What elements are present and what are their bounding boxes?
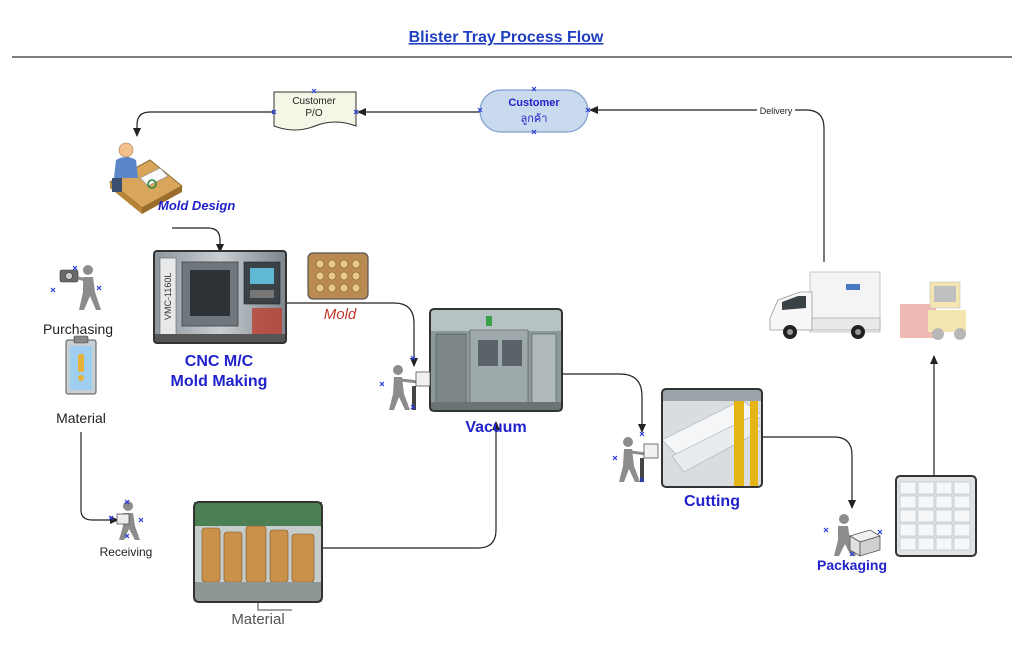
customer-po-label-1: Customer bbox=[292, 96, 336, 107]
customer-terminator: Customer ลูกค้า bbox=[479, 89, 589, 133]
connector-material-to-vacuum bbox=[322, 421, 500, 549]
designer-at-desk-icon bbox=[109, 142, 183, 214]
cnc-label-line2: Mold Making bbox=[171, 373, 268, 390]
packaging-boxes-photo bbox=[895, 475, 977, 557]
connector-truck-to-customer bbox=[589, 106, 825, 262]
cnc-machine-photo: VMC-1160L bbox=[153, 250, 287, 344]
connector-vacuum-to-cutting bbox=[562, 373, 646, 433]
delivery-label: Delivery bbox=[760, 106, 793, 116]
connection-markers bbox=[50, 86, 883, 557]
customer-label-thai: ลูกค้า bbox=[521, 113, 548, 125]
receiving-label: Receiving bbox=[100, 545, 153, 559]
cutting-label: Cutting bbox=[684, 493, 740, 510]
pickup-truck-icon bbox=[769, 271, 881, 339]
mold-photo bbox=[307, 252, 369, 300]
vmc-model-text: VMC-1160L bbox=[163, 273, 173, 320]
material-rolls-photo bbox=[193, 501, 323, 603]
customer-label: Customer bbox=[508, 97, 560, 109]
worker-carrying-box-icon bbox=[834, 514, 881, 557]
customer-po-document: Customer P/O bbox=[273, 91, 357, 131]
worker-with-camera-icon bbox=[59, 265, 101, 310]
cnc-label-line1: CNC M/C bbox=[185, 353, 254, 370]
mold-label: Mold bbox=[324, 306, 357, 323]
purchasing-label: Purchasing bbox=[43, 321, 113, 337]
clipboard-icon bbox=[65, 335, 97, 395]
page-title: Blister Tray Process Flow bbox=[409, 29, 604, 46]
material-bottom-label: Material bbox=[231, 611, 284, 628]
connector-cnc-to-vacuum bbox=[286, 302, 418, 367]
connector-material-to-receiving bbox=[80, 432, 119, 524]
mold-design-label: Mold Design bbox=[158, 198, 235, 213]
cutting-machine-photo bbox=[661, 388, 763, 488]
customer-po-label-2: P/O bbox=[305, 108, 322, 119]
connector-cutting-to-packaging bbox=[762, 436, 856, 509]
packaging-label: Packaging bbox=[817, 557, 887, 573]
material-top-label: Material bbox=[56, 410, 106, 426]
forklift-icon bbox=[900, 281, 966, 340]
vacuum-machine-photo bbox=[429, 308, 563, 412]
connector-po-to-design bbox=[133, 111, 274, 137]
vacuum-label: Vacuum bbox=[465, 419, 526, 436]
connector-design-to-cnc bbox=[172, 227, 224, 253]
worker-operating-machine-icon bbox=[389, 365, 431, 410]
worker-operating-machine-icon bbox=[619, 437, 659, 482]
